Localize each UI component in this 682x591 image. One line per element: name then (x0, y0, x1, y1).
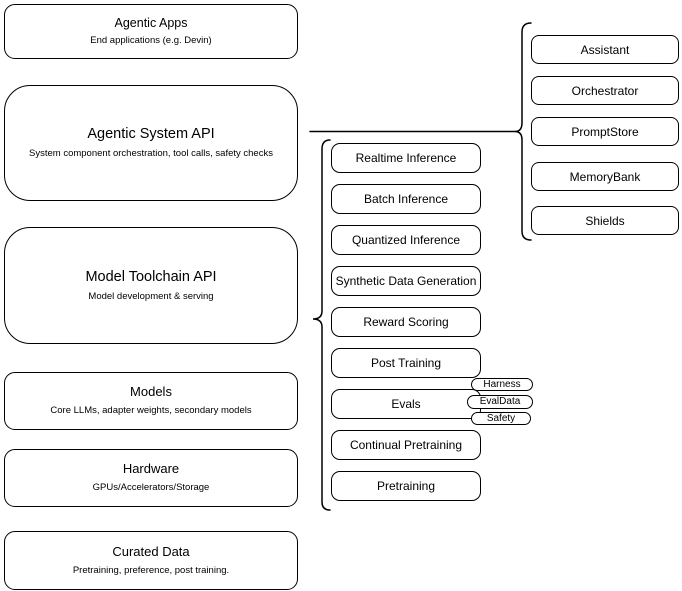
model-toolchain-api-title: Model Toolchain API (85, 268, 217, 285)
system-item-shields: Shields (531, 206, 679, 235)
agentic-apps-subtitle: End applications (e.g. Devin) (90, 35, 212, 47)
toolchain-brace (312, 139, 331, 511)
system-item-memorybank: MemoryBank (531, 162, 679, 191)
toolchain-item-post-training: Post Training (331, 348, 481, 378)
toolchain-item-label: Quantized Inference (351, 233, 461, 247)
toolchain-item-label: Batch Inference (363, 192, 449, 206)
models-subtitle: Core LLMs, adapter weights, secondary mo… (50, 405, 252, 417)
system-components-brace (514, 22, 532, 241)
system-item-assistant: Assistant (531, 35, 679, 64)
hardware-title: Hardware (122, 461, 180, 477)
agentic-apps-title: Agentic Apps (114, 16, 188, 31)
models-box: Models Core LLMs, adapter weights, secon… (4, 372, 298, 430)
evals-tag-evaldata: EvalData (467, 395, 533, 409)
hardware-box: Hardware GPUs/Accelerators/Storage (4, 449, 298, 507)
toolchain-item-pretraining: Pretraining (331, 471, 481, 501)
toolchain-item-evals: Evals (331, 389, 481, 419)
toolchain-item-label: Reward Scoring (363, 315, 449, 329)
evals-tag-label: EvalData (479, 396, 521, 407)
curated-data-subtitle: Pretraining, preference, post training. (72, 564, 230, 576)
toolchain-item-label: Evals (391, 397, 421, 411)
toolchain-item-label: Pretraining (376, 479, 436, 493)
curated-data-box: Curated Data Pretraining, preference, po… (4, 531, 298, 590)
evals-tag-safety: Safety (471, 412, 531, 425)
toolchain-item-batch-inference: Batch Inference (331, 184, 481, 214)
toolchain-item-reward-scoring: Reward Scoring (331, 307, 481, 337)
model-toolchain-api-box: Model Toolchain API Model development & … (4, 227, 298, 344)
toolchain-item-quantized-inference: Quantized Inference (331, 225, 481, 255)
toolchain-item-label: Continual Pretraining (349, 438, 463, 452)
agentic-system-api-box: Agentic System API System component orch… (4, 85, 298, 201)
toolchain-item-label: Post Training (370, 356, 442, 370)
agentic-system-api-title: Agentic System API (87, 126, 215, 143)
toolchain-item-label: Synthetic Data Generation (335, 274, 477, 288)
models-title: Models (130, 384, 172, 400)
agentic-system-api-subtitle: System component orchestration, tool cal… (29, 148, 273, 160)
model-toolchain-api-subtitle: Model development & serving (88, 290, 214, 302)
hardware-subtitle: GPUs/Accelerators/Storage (92, 482, 210, 494)
toolchain-item-realtime-inference: Realtime Inference (331, 143, 481, 173)
system-item-label: Orchestrator (571, 83, 639, 98)
toolchain-item-synthetic-data-generation: Synthetic Data Generation (331, 266, 481, 296)
agentic-apps-box: Agentic Apps End applications (e.g. Devi… (4, 4, 298, 59)
evals-tag-label: Harness (483, 378, 521, 390)
system-item-label: PromptStore (571, 124, 639, 139)
evals-tag-label: Safety (486, 412, 516, 424)
toolchain-item-continual-pretraining: Continual Pretraining (331, 430, 481, 460)
system-item-label: Shields (585, 213, 625, 228)
evals-tag-harness: Harness (471, 378, 533, 391)
toolchain-item-label: Realtime Inference (355, 151, 457, 165)
system-item-label: Assistant (580, 42, 630, 57)
curated-data-title: Curated Data (112, 543, 190, 559)
system-item-promptstore: PromptStore (531, 117, 679, 146)
system-item-orchestrator: Orchestrator (531, 76, 679, 105)
system-item-label: MemoryBank (569, 169, 641, 184)
